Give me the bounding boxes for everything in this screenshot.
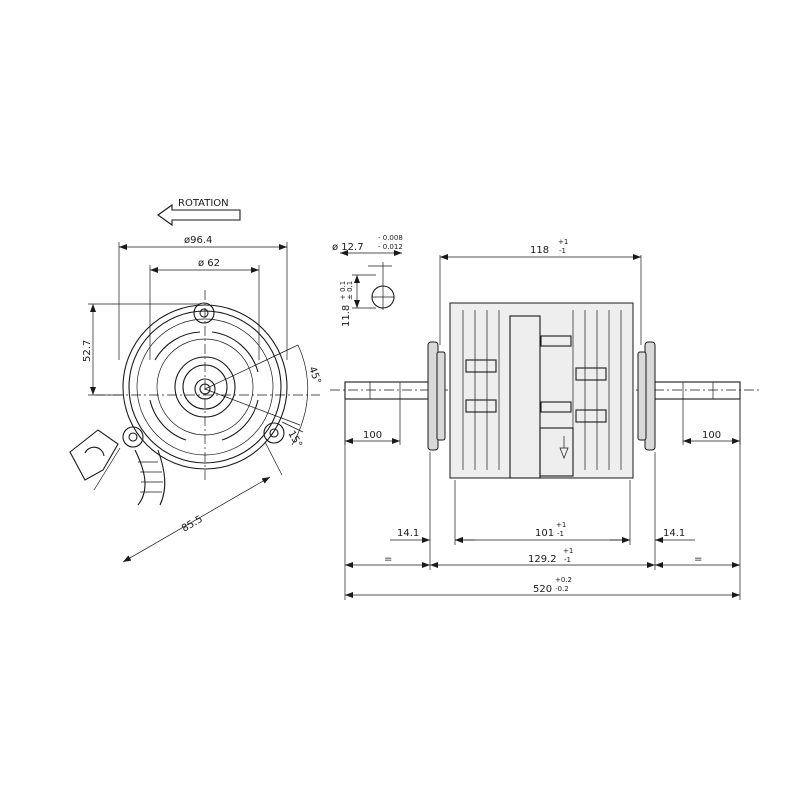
dim-eq-left: = <box>384 554 392 565</box>
dim-14-1-right: 14.1 <box>663 528 685 539</box>
dim-520: 520 <box>533 584 552 595</box>
dim-52-7: 52.7 <box>82 340 93 362</box>
dim-angle-15: 15° <box>285 429 303 450</box>
motor-housing-outer <box>122 304 288 470</box>
dim-dia-96-4: ø96.4 <box>184 235 212 246</box>
dim-eq-right: = <box>694 554 702 565</box>
rotation-label: ROTATION <box>178 198 229 209</box>
dim-101: 101 <box>535 528 554 539</box>
tol-129-minus: -1 <box>564 556 571 564</box>
terminal-box <box>539 427 574 477</box>
mount-lug-right <box>263 422 285 444</box>
tol-520-minus: -0.2 <box>555 585 569 593</box>
mount-lug-top <box>193 302 215 324</box>
shaft-left <box>344 381 431 400</box>
dim-85-5: 85.5 <box>180 514 205 535</box>
dim-dia-62: ø 62 <box>198 258 220 269</box>
side-view: ø 12.7 - 0.008 - 0.012 11.8 + 0.1 ± 0.1 … <box>330 234 760 600</box>
shaft-end <box>194 378 216 400</box>
dim-129-2: 129.2 <box>528 554 557 565</box>
key-tol-pm: ± 0.1 <box>346 281 354 300</box>
rotation-arrow-icon <box>157 203 241 227</box>
cable-bundle <box>134 449 166 506</box>
tol-118-plus: +1 <box>558 238 568 246</box>
tol-101-minus: -1 <box>557 530 564 538</box>
dim-angle-45: 45° <box>306 365 322 385</box>
tol-520-plus: +0.2 <box>555 576 572 584</box>
tol-101-plus: +1 <box>556 521 566 529</box>
cable-clamp <box>69 429 119 481</box>
shaft-right <box>654 381 741 400</box>
mount-lug-left <box>122 426 144 448</box>
shaft-tol-lower: - 0.012 <box>378 243 403 251</box>
dim-key-11-8: 11.8 <box>341 305 352 327</box>
dim-100-right: 100 <box>702 430 721 441</box>
dim-100-left: 100 <box>363 430 382 441</box>
hub-outer <box>174 356 236 418</box>
dim-14-1-left: 14.1 <box>397 528 419 539</box>
center-band <box>509 315 541 479</box>
motor-body <box>449 302 634 479</box>
front-view: ROTATION ø96.4 <box>69 198 323 563</box>
shaft-tol-upper: - 0.008 <box>378 234 403 242</box>
dim-118: 118 <box>530 245 549 256</box>
key-tol-plus: + 0.1 <box>339 281 347 300</box>
tol-118-minus: -1 <box>559 247 566 255</box>
dim-shaft-dia: ø 12.7 <box>332 242 364 253</box>
tol-129-plus: +1 <box>563 547 573 555</box>
